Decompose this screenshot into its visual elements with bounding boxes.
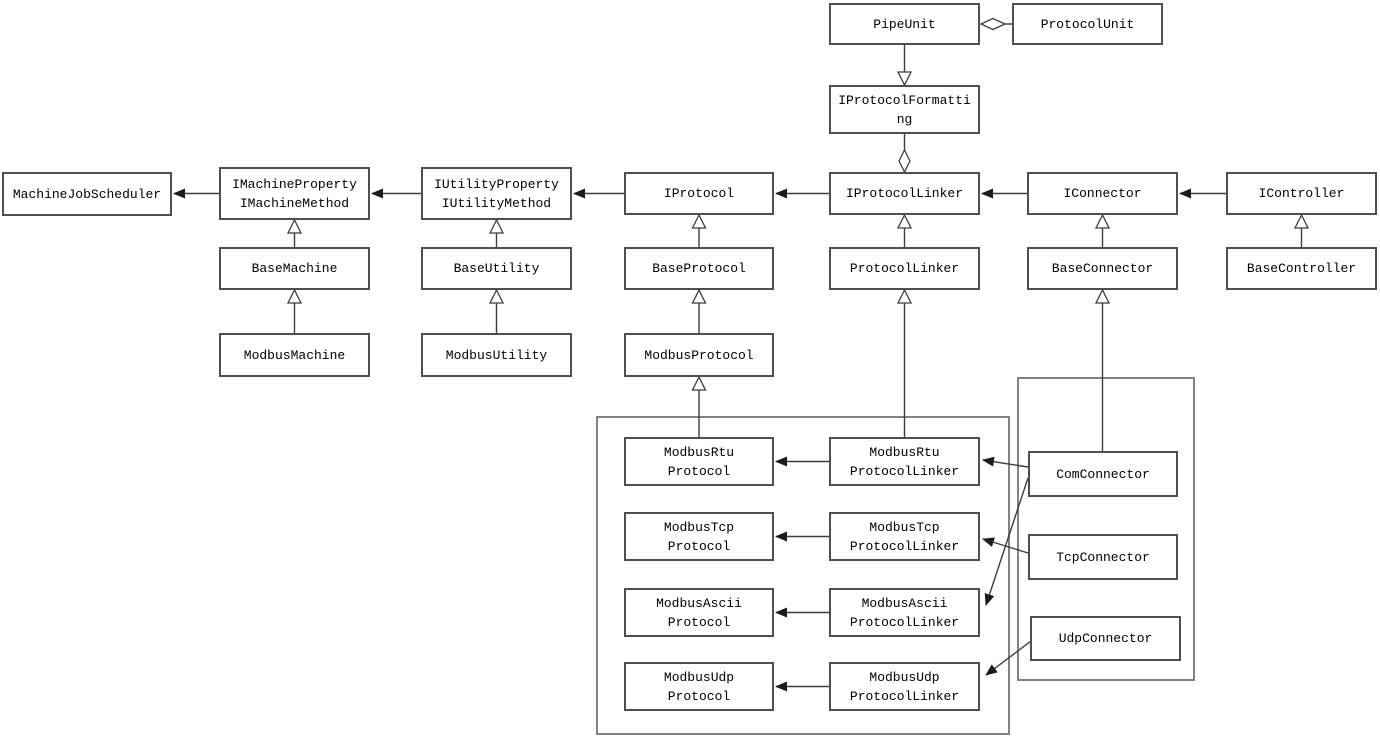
class-box-protocol-unit: ProtocolUnit — [1012, 3, 1163, 45]
class-box-iprotocol-formatting: IProtocolFormatti ng — [829, 85, 980, 134]
class-box-base-controller: BaseController — [1226, 247, 1377, 290]
edge-comconnector-rtulinker — [982, 456, 1029, 468]
class-box-modbus-tcp-protocol-linker: ModbusTcp ProtocolLinker — [829, 512, 980, 561]
class-box-iconnector: IConnector — [1027, 172, 1178, 215]
triangle-modbusrtulinker-protocollinker — [896, 288, 913, 304]
triangle-comconnector-baseconnector — [1094, 288, 1111, 304]
class-box-machine-job-scheduler: MachineJobScheduler — [2, 172, 172, 216]
aggregation-diamond-pipeunit — [979, 17, 1007, 31]
triangle-baseconnector-iconnector — [1094, 213, 1111, 229]
triangle-down-iprotocolformatting — [896, 71, 913, 87]
aggregation-diamond-iprotocollinker — [898, 148, 911, 174]
triangle-modbusmachine-basemachine — [286, 288, 303, 304]
class-box-iprotocol-linker: IProtocolLinker — [829, 172, 980, 215]
class-box-modbus-tcp-protocol: ModbusTcp Protocol — [624, 512, 774, 561]
triangle-basecontroller-icontroller — [1293, 213, 1310, 229]
class-box-base-protocol: BaseProtocol — [624, 247, 774, 290]
class-box-tcp-connector: TcpConnector — [1028, 534, 1178, 580]
class-box-pipe-unit: PipeUnit — [829, 3, 980, 45]
class-box-base-connector: BaseConnector — [1027, 247, 1178, 290]
class-box-modbus-ascii-protocol-linker: ModbusAscii ProtocolLinker — [829, 588, 980, 637]
edge-tcpconnector-tcplinker — [982, 537, 1029, 554]
triangle-modbusprotocol-baseprotocol — [691, 288, 707, 304]
edge-comconnector-asciilinker — [984, 477, 1029, 606]
triangle-modbusrtuprotocol-modbusprotocol — [691, 375, 707, 391]
class-box-modbus-udp-protocol: ModbusUdp Protocol — [624, 662, 774, 711]
triangle-baseprotocol-iprotocol — [691, 213, 707, 229]
class-box-modbus-udp-protocol-linker: ModbusUdp ProtocolLinker — [829, 662, 980, 711]
class-box-protocol-linker: ProtocolLinker — [829, 247, 980, 290]
class-box-modbus-protocol: ModbusProtocol — [624, 333, 774, 377]
class-box-iprotocol: IProtocol — [624, 172, 774, 215]
class-box-imachine-property-method: IMachineProperty IMachineMethod — [219, 167, 370, 220]
class-box-iutility-property-method: IUtilityProperty IUtilityMethod — [421, 167, 572, 220]
class-box-modbus-machine: ModbusMachine — [219, 333, 370, 377]
triangle-modbusutility-baseutility — [488, 288, 505, 304]
class-box-modbus-rtu-protocol: ModbusRtu Protocol — [624, 437, 774, 486]
class-box-com-connector: ComConnector — [1028, 451, 1178, 497]
class-box-base-machine: BaseMachine — [219, 247, 370, 290]
class-box-udp-connector: UdpConnector — [1030, 616, 1181, 661]
class-box-modbus-rtu-protocol-linker: ModbusRtu ProtocolLinker — [829, 437, 980, 486]
triangle-baseutility-iutility — [488, 218, 505, 234]
connector-group-rect — [1017, 377, 1195, 681]
triangle-protocollinker-iprotocollinker — [896, 213, 913, 229]
class-box-base-utility: BaseUtility — [421, 247, 572, 290]
edge-udpconnector-udplinker — [985, 640, 1032, 676]
class-box-modbus-ascii-protocol: ModbusAscii Protocol — [624, 588, 774, 637]
modbus-protocol-group-rect — [596, 416, 1010, 735]
class-box-icontroller: IController — [1226, 172, 1377, 215]
class-box-modbus-utility: ModbusUtility — [421, 333, 572, 377]
triangle-basemachine-imachine — [286, 218, 303, 234]
